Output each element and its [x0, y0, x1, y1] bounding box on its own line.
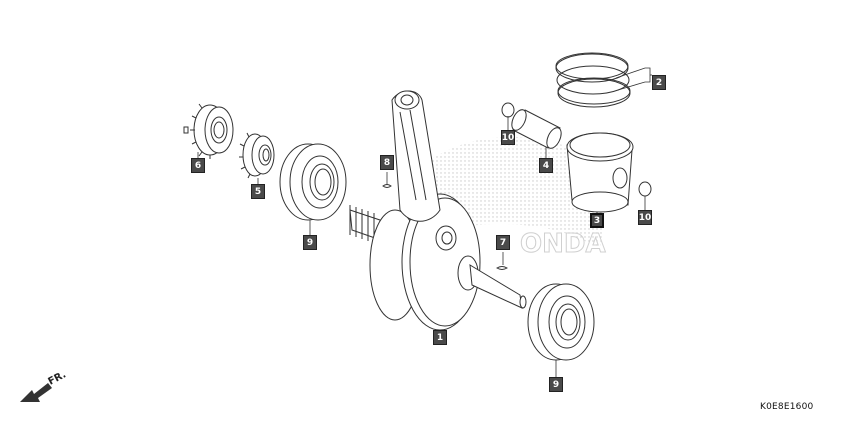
callout-1: 1 — [433, 330, 447, 345]
callout-6: 6 — [191, 158, 205, 173]
diagram-code: K0E8E1600 — [760, 402, 814, 412]
callout-2: 2 — [652, 75, 666, 90]
callout-10-left: 10 — [501, 130, 515, 145]
bearing-9-right — [527, 283, 595, 361]
callout-3: 3 — [590, 213, 604, 228]
front-arrow-icon — [20, 383, 52, 402]
callout-5: 5 — [251, 184, 265, 199]
piston-rings-2 — [555, 52, 631, 108]
gear-6 — [183, 103, 234, 159]
piston-pin-clip-10 — [501, 102, 652, 197]
crankshaft — [349, 193, 527, 331]
gear-5 — [239, 132, 275, 179]
callout-9-right: 9 — [549, 377, 563, 392]
callout-7: 7 — [496, 235, 510, 250]
connecting-rod — [391, 90, 441, 222]
callout-4: 4 — [539, 158, 553, 173]
woodruff-keys — [382, 184, 508, 270]
piston-pin-4 — [511, 109, 562, 149]
piston-3 — [566, 132, 634, 213]
svg-text:ONDA: ONDA — [520, 229, 606, 259]
callout-10-right: 10 — [638, 210, 652, 225]
callout-8: 8 — [380, 155, 394, 170]
callout-9-left: 9 — [303, 235, 317, 250]
bearing-9-left — [279, 143, 347, 221]
